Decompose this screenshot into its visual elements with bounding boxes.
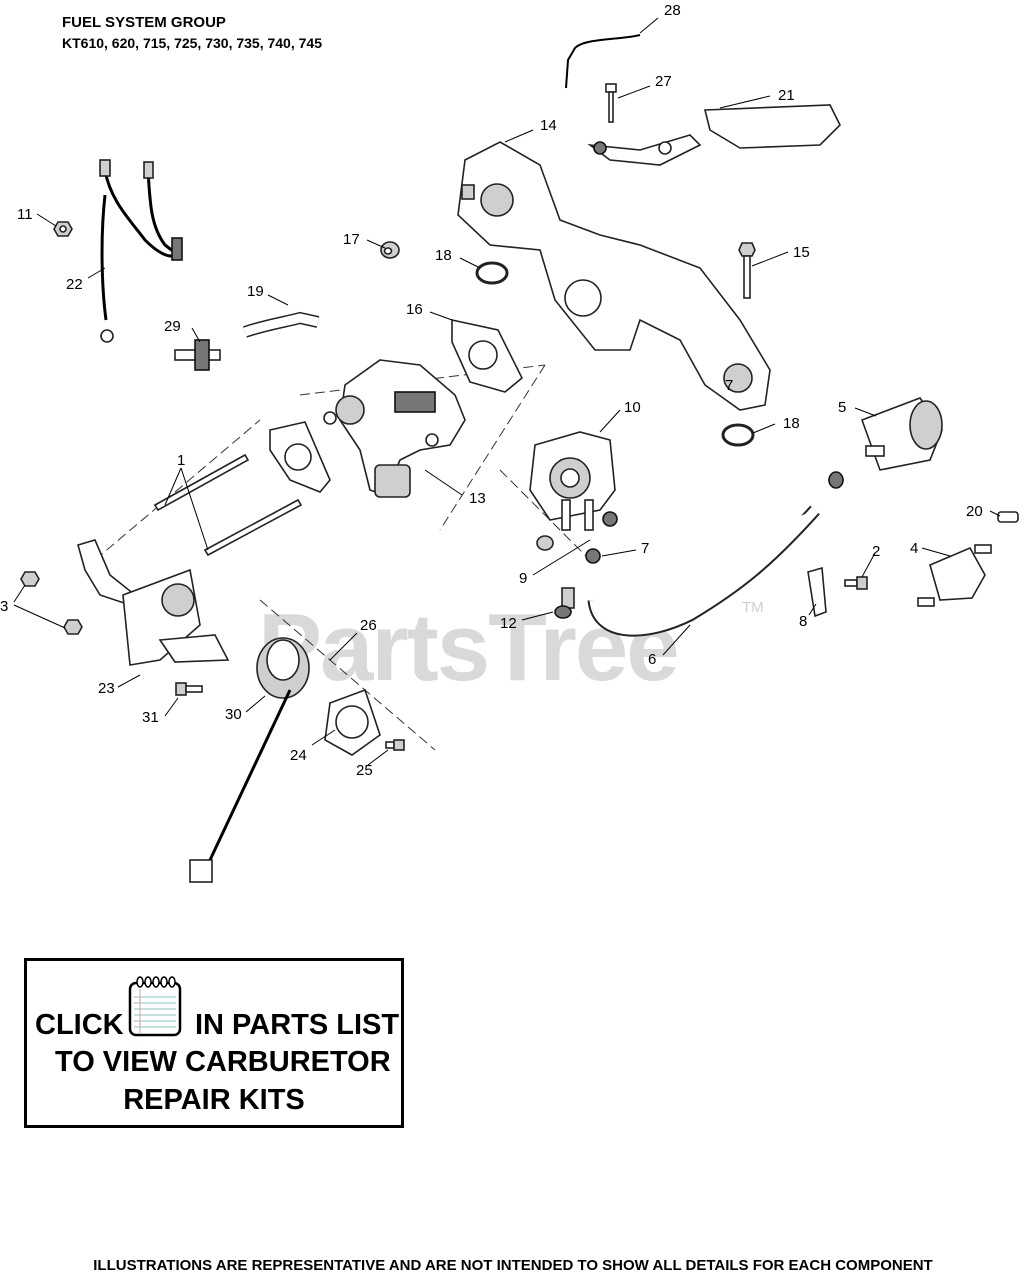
callout-6[interactable]: 6 xyxy=(648,651,656,668)
part-11-nut[interactable] xyxy=(53,221,73,237)
part-29-fitting[interactable] xyxy=(174,339,221,371)
part-2-screw[interactable] xyxy=(844,576,868,590)
part-15-bolt[interactable] xyxy=(738,242,756,299)
kit-notice-in-parts-list: IN PARTS LIST xyxy=(195,1009,400,1041)
part-14-intake-manifold[interactable] xyxy=(457,141,771,411)
kit-notice-line2: TO VIEW CARBURETOR xyxy=(55,1046,391,1078)
callout-23[interactable]: 23 xyxy=(98,680,115,697)
callout-20[interactable]: 20 xyxy=(966,503,983,520)
callout-13[interactable]: 13 xyxy=(469,490,486,507)
part-6-fuel-hose[interactable] xyxy=(587,505,820,637)
callout-18-upper[interactable]: 18 xyxy=(435,247,452,264)
diagram-title: FUEL SYSTEM GROUP xyxy=(62,14,226,31)
model-list: KT610, 620, 715, 725, 730, 735, 740, 745 xyxy=(62,35,322,51)
part-8-clip[interactable] xyxy=(807,566,827,618)
callout-8[interactable]: 8 xyxy=(799,613,807,630)
callout-29[interactable]: 29 xyxy=(164,318,181,335)
callout-3[interactable]: 3 xyxy=(0,598,8,615)
part-10-fuel-pump[interactable] xyxy=(529,431,616,531)
part-5-fuel-filter[interactable] xyxy=(860,397,943,471)
kit-notice-click: CLICK xyxy=(35,1009,124,1041)
callout-21[interactable]: 21 xyxy=(778,87,795,104)
callout-7-manifold[interactable]: 7 xyxy=(725,377,733,394)
part-9-cap[interactable] xyxy=(536,535,554,551)
callout-30[interactable]: 30 xyxy=(225,706,242,723)
callout-27[interactable]: 27 xyxy=(655,73,672,90)
callout-28[interactable]: 28 xyxy=(664,2,681,19)
callout-15[interactable]: 15 xyxy=(793,244,810,261)
callout-14[interactable]: 14 xyxy=(540,117,557,134)
part-28-wire[interactable] xyxy=(565,34,641,89)
callout-12[interactable]: 12 xyxy=(500,615,517,632)
part-23-bracket[interactable] xyxy=(77,539,230,666)
callout-4[interactable]: 4 xyxy=(910,540,918,557)
part-16-gasket[interactable] xyxy=(451,319,524,393)
callout-9[interactable]: 9 xyxy=(519,570,527,587)
part-12-fitting[interactable] xyxy=(554,587,575,619)
callout-11[interactable]: 11 xyxy=(17,206,33,223)
part-25-screw[interactable] xyxy=(385,739,405,751)
callout-18-lower[interactable]: 18 xyxy=(783,415,800,432)
part-17-bushing[interactable] xyxy=(380,241,400,259)
callout-24[interactable]: 24 xyxy=(290,747,307,764)
part-30-actuator[interactable] xyxy=(189,637,310,883)
kit-notice-line3: REPAIR KITS xyxy=(123,1084,305,1116)
exploded-parts-diagram: PartsTree TM xyxy=(0,2,1019,883)
callout-25[interactable]: 25 xyxy=(356,762,373,779)
watermark-tm: TM xyxy=(742,599,764,616)
callout-31[interactable]: 31 xyxy=(142,709,159,726)
callout-22[interactable]: 22 xyxy=(66,276,83,293)
callout-19[interactable]: 19 xyxy=(247,283,264,300)
part-21-lever[interactable] xyxy=(587,104,841,166)
disclaimer-footer: ILLUSTRATIONS ARE REPRESENTATIVE AND ARE… xyxy=(93,1257,933,1274)
callout-16[interactable]: 16 xyxy=(406,301,423,318)
part-3-nuts[interactable] xyxy=(20,571,83,635)
part-31-screw[interactable] xyxy=(175,682,203,696)
part-19-hose[interactable] xyxy=(243,311,320,338)
part-7-clamp-upper[interactable] xyxy=(602,511,618,527)
part-22-wiring-harness[interactable] xyxy=(99,159,183,343)
hose-clamp[interactable] xyxy=(828,471,844,489)
callout-7-pump[interactable]: 7 xyxy=(641,540,649,557)
carburetor-gasket[interactable] xyxy=(269,421,331,493)
part-24-gasket[interactable] xyxy=(324,688,381,756)
title-block: FUEL SYSTEM GROUP KT610, 620, 715, 725, … xyxy=(62,12,322,54)
callout-26[interactable]: 26 xyxy=(360,617,377,634)
part-1-studs[interactable] xyxy=(153,453,303,557)
part-13-carburetor[interactable] xyxy=(323,359,466,498)
part-18-o-ring-upper[interactable] xyxy=(475,261,509,285)
callout-17[interactable]: 17 xyxy=(343,231,360,248)
callout-5[interactable]: 5 xyxy=(838,399,846,416)
callout-leaders xyxy=(13,17,1001,766)
callout-1[interactable]: 1 xyxy=(177,452,185,469)
callout-10[interactable]: 10 xyxy=(624,399,641,416)
callout-2[interactable]: 2 xyxy=(872,543,880,560)
carburetor-kit-notice: CLICK IN PARTS LIST TO VIEW CARBURETOR R… xyxy=(24,958,404,1128)
notepad-icon[interactable] xyxy=(128,975,182,1037)
part-4-fuel-filter[interactable] xyxy=(917,544,992,607)
part-7-clamp-lower[interactable] xyxy=(585,548,601,564)
part-27-pin[interactable] xyxy=(605,83,617,123)
part-18-o-ring-lower[interactable] xyxy=(721,423,755,447)
callout-labels: 28 27 21 14 11 17 15 18 22 19 16 29 7 5 … xyxy=(0,2,983,779)
part-20-fitting[interactable] xyxy=(997,511,1019,523)
